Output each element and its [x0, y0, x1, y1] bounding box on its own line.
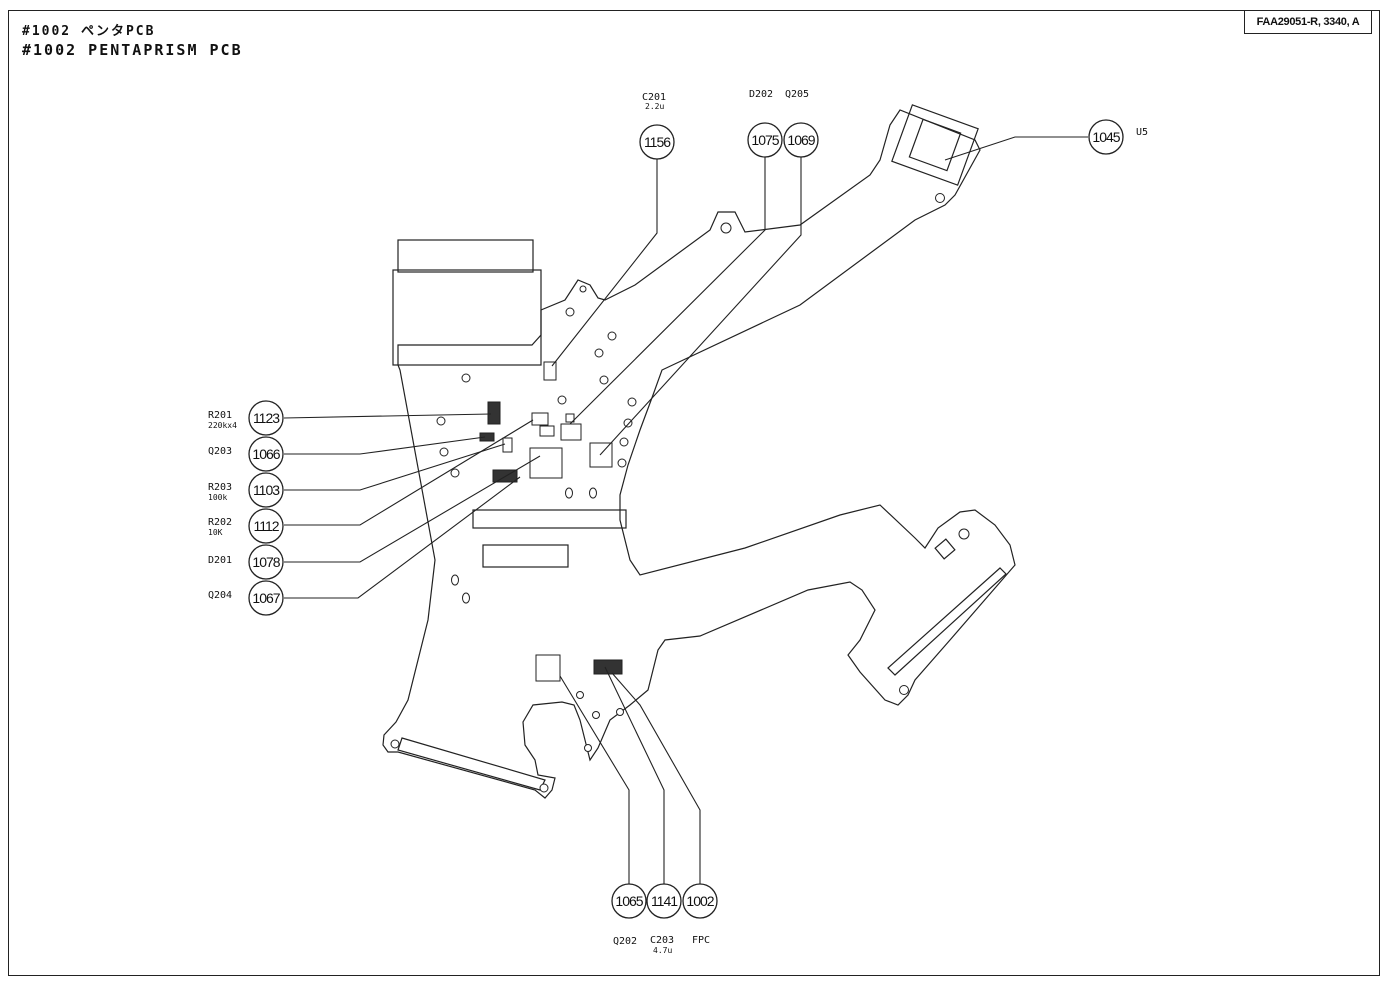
svg-text:1045: 1045: [1092, 129, 1120, 145]
svg-text:1002: 1002: [686, 893, 714, 909]
label-u5: U5: [1136, 127, 1148, 138]
label-c201-value: 2.2u: [645, 102, 664, 111]
label-q203: Q203: [208, 446, 232, 457]
document-reference: FAA29051-R, 3340, A: [1244, 10, 1372, 34]
svg-text:1075: 1075: [751, 132, 779, 148]
callout-1065: 1065: [611, 883, 647, 919]
label-q205: Q205: [785, 89, 809, 100]
label-r202-value: 10K: [208, 528, 223, 537]
label-c203: C203: [650, 935, 674, 946]
callout-1141: 1141: [646, 883, 682, 919]
label-q202: Q202: [613, 936, 637, 947]
label-r201: R201: [208, 410, 232, 421]
callout-1112: 1112: [248, 508, 284, 544]
svg-text:1078: 1078: [252, 554, 280, 570]
callout-1103: 1103: [248, 472, 284, 508]
svg-text:1066: 1066: [252, 446, 280, 462]
callout-1066: 1066: [248, 436, 284, 472]
svg-text:1112: 1112: [253, 518, 279, 534]
callout-1002: 1002: [682, 883, 718, 919]
svg-text:1067: 1067: [252, 590, 280, 606]
label-r203-value: 100k: [208, 493, 227, 502]
title-english: #1002 PENTAPRISM PCB: [22, 41, 243, 59]
svg-text:1103: 1103: [253, 482, 280, 498]
leader-lines: [283, 136, 1088, 884]
drawing-frame: [8, 10, 1380, 976]
label-q204: Q204: [208, 590, 232, 601]
label-r202: R202: [208, 517, 232, 528]
callout-1067: 1067: [248, 580, 284, 616]
pcb-outline: [382, 104, 1016, 799]
label-c203-value: 4.7u: [653, 946, 672, 955]
components: [479, 361, 623, 682]
label-d202: D202: [749, 89, 773, 100]
callout-1075: 1075: [747, 122, 783, 158]
label-fpc: FPC: [692, 935, 710, 946]
svg-text:1156: 1156: [644, 134, 671, 150]
callout-1078: 1078: [248, 544, 284, 580]
svg-text:1123: 1123: [253, 410, 280, 426]
svg-text:1065: 1065: [615, 893, 643, 909]
svg-text:1141: 1141: [651, 893, 678, 909]
svg-text:1069: 1069: [787, 132, 815, 148]
label-c201: C201: [642, 92, 666, 103]
label-r203: R203: [208, 482, 232, 493]
title-japanese: #1002 ペンタPCB: [22, 24, 156, 39]
callout-1123: 1123: [248, 400, 284, 436]
callout-1156: 1156: [639, 124, 675, 160]
callout-1045: 1045: [1088, 119, 1124, 155]
label-r201-value: 220kx4: [208, 421, 237, 430]
callout-1069: 1069: [783, 122, 819, 158]
mounting-holes: [390, 193, 970, 793]
label-d201: D201: [208, 555, 232, 566]
